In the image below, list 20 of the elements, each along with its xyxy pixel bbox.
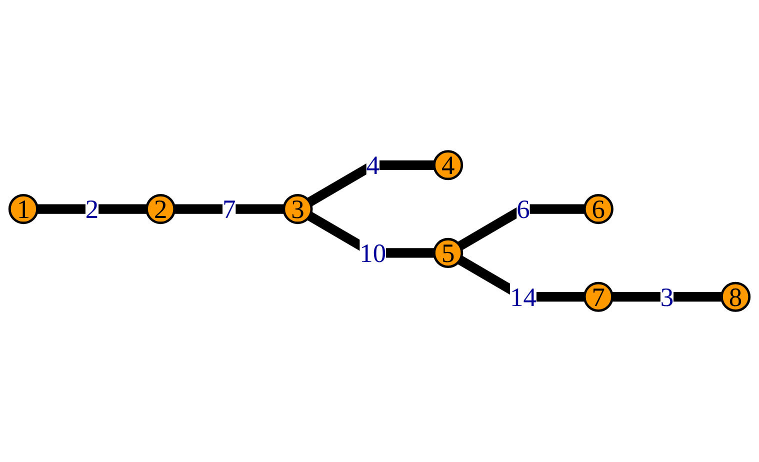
node-circle: 5 (433, 238, 464, 268)
edge-label: 2 (85, 194, 99, 224)
edge-label: 6 (516, 194, 530, 224)
node-circle: 7 (583, 282, 614, 312)
node-circle: 2 (146, 194, 176, 224)
edge-label: 14 (510, 282, 536, 312)
edge-label: 4 (366, 150, 380, 180)
connector (458, 204, 585, 250)
node-circle: 6 (583, 194, 614, 224)
connector (174, 204, 284, 214)
edge-label: 7 (222, 194, 236, 224)
edge-label: 10 (360, 238, 386, 268)
connector (37, 204, 147, 214)
connector (612, 292, 722, 302)
edge-label: 3 (660, 282, 674, 312)
connector (307, 160, 434, 206)
node-circle: 4 (433, 150, 464, 180)
node-circle: 8 (720, 282, 751, 312)
node-circle: 1 (8, 194, 38, 224)
node-circle: 3 (282, 194, 313, 224)
